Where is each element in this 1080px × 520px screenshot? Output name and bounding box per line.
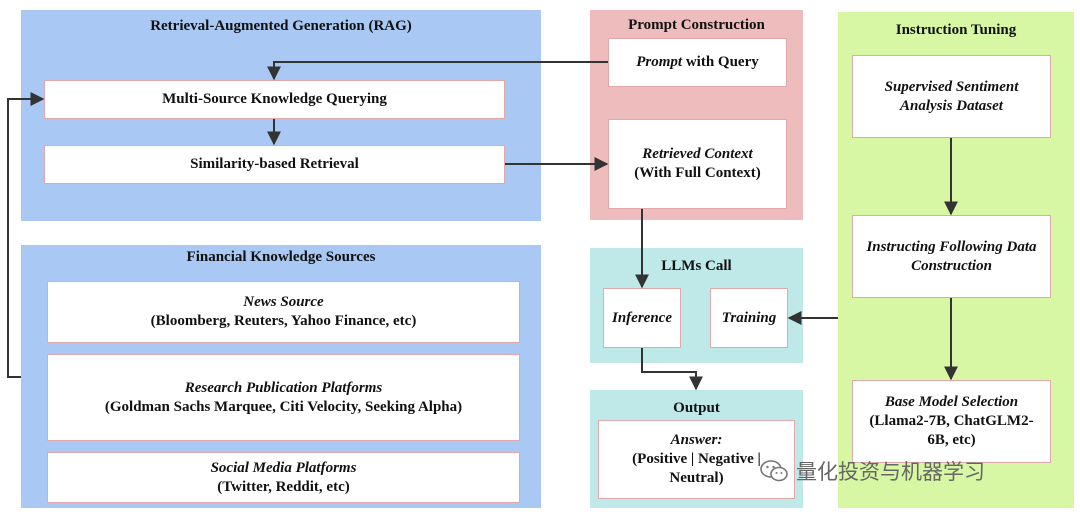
social-media-box: Social Media Platforms (Twitter, Reddit,…: [47, 452, 520, 503]
news-source-name: News Source: [243, 294, 324, 311]
watermark-text: 量化投资与机器学习: [796, 460, 985, 484]
news-source-detail: (Bloomberg, Reuters, Yahoo Finance, etc): [150, 313, 417, 329]
rag-panel-title: Retrieval-Augmented Generation (RAG): [150, 18, 412, 34]
training-label: Training: [721, 309, 777, 326]
multi-source-querying-label: Multi-Source Knowledge Querying: [162, 91, 387, 108]
retrieved-context-box: Retrieved Context (With Full Context): [608, 119, 787, 209]
inference-box: Inference: [603, 288, 681, 348]
sentiment-dataset-box: Supervised Sentiment Analysis Dataset: [852, 55, 1051, 138]
research-platforms-name: Research Publication Platforms: [184, 379, 383, 396]
llm-call-title: LLMs Call: [661, 258, 732, 274]
answer-box: Answer: (Positive | Negative | Neutral): [598, 420, 795, 499]
data-construction-box: Instructing Following Data Construction: [852, 215, 1051, 298]
research-platforms-box: Research Publication Platforms (Goldman …: [47, 354, 520, 441]
answer-label: Answer:: [670, 432, 723, 449]
answer-line1: (Positive | Negative |: [632, 451, 761, 468]
research-platforms-detail: (Goldman Sachs Marquee, Citi Velocity, S…: [104, 398, 463, 415]
answer-line2: Neutral): [669, 469, 724, 486]
social-media-detail: (Twitter, Reddit, etc): [217, 478, 350, 495]
similarity-retrieval-box: Similarity-based Retrieval: [44, 145, 505, 184]
base-model-title: Base Model Selection: [884, 394, 1019, 411]
knowledge-sources-title: Financial Knowledge Sources: [186, 249, 376, 265]
prompt-with-query-label: Prompt with Query: [636, 53, 759, 72]
inference-label: Inference: [612, 309, 672, 326]
output-title: Output: [673, 400, 720, 416]
similarity-retrieval-label: Similarity-based Retrieval: [190, 156, 359, 173]
full-context-label: (With Full Context): [634, 165, 761, 181]
social-media-name: Social Media Platforms: [210, 459, 357, 476]
prompt-word: Prompt: [636, 54, 683, 71]
wechat-icon: [760, 460, 788, 482]
training-box: Training: [710, 288, 788, 348]
retrieved-context-label: Retrieved Context: [642, 146, 753, 163]
news-source-box: News Source (Bloomberg, Reuters, Yahoo F…: [47, 281, 520, 343]
sentiment-dataset-label: Supervised Sentiment Analysis Dataset: [884, 78, 1019, 114]
arrow-inference-to-output: [641, 348, 703, 391]
arrow-prompt-to-querying: [267, 61, 608, 81]
prompt-query-rest: with Query: [682, 54, 759, 71]
prompt-construction-title: Prompt Construction: [628, 17, 765, 33]
watermark: 量化投资与机器学习: [760, 456, 985, 486]
prompt-with-query-box: Prompt with Query: [608, 38, 787, 87]
instruction-tuning-title: Instruction Tuning: [895, 22, 1017, 38]
base-model-list: (Llama2-7B, ChatGLM2-6B, etc): [869, 413, 1034, 448]
multi-source-querying-box: Multi-Source Knowledge Querying: [44, 80, 505, 119]
base-model-box: Base Model Selection (Llama2-7B, ChatGLM…: [852, 380, 1051, 463]
data-construction-label: Instructing Following Data Construction: [866, 238, 1037, 274]
arrow-sources-to-querying: [7, 92, 45, 378]
